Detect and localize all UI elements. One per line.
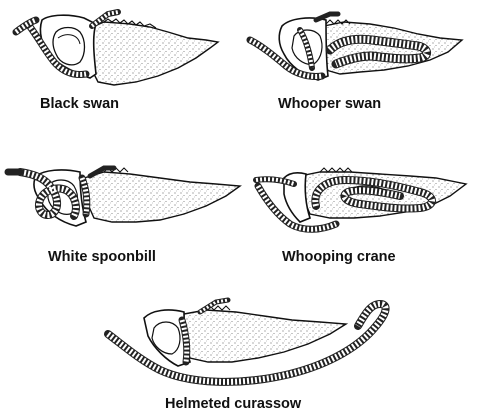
helmeted-curassow-sternum-keel [184, 310, 346, 362]
black-swan-figure [16, 12, 218, 85]
white-spoonbill-sternum-keel [84, 172, 240, 222]
whooper-swan-sternum-keel [322, 22, 462, 74]
label-white-spoonbill: White spoonbill [48, 249, 156, 265]
label-whooper-swan: Whooper swan [278, 96, 381, 112]
helmeted-curassow-figure [108, 300, 386, 382]
black-swan-sternum-keel [90, 22, 218, 85]
label-black-swan: Black swan [40, 96, 119, 112]
label-helmeted-curassow: Helmeted curassow [165, 396, 301, 412]
whooping-crane-figure [256, 168, 466, 229]
white-spoonbill-figure [8, 168, 240, 226]
label-whooping-crane: Whooping crane [282, 249, 396, 265]
whooper-swan-figure [250, 14, 462, 80]
